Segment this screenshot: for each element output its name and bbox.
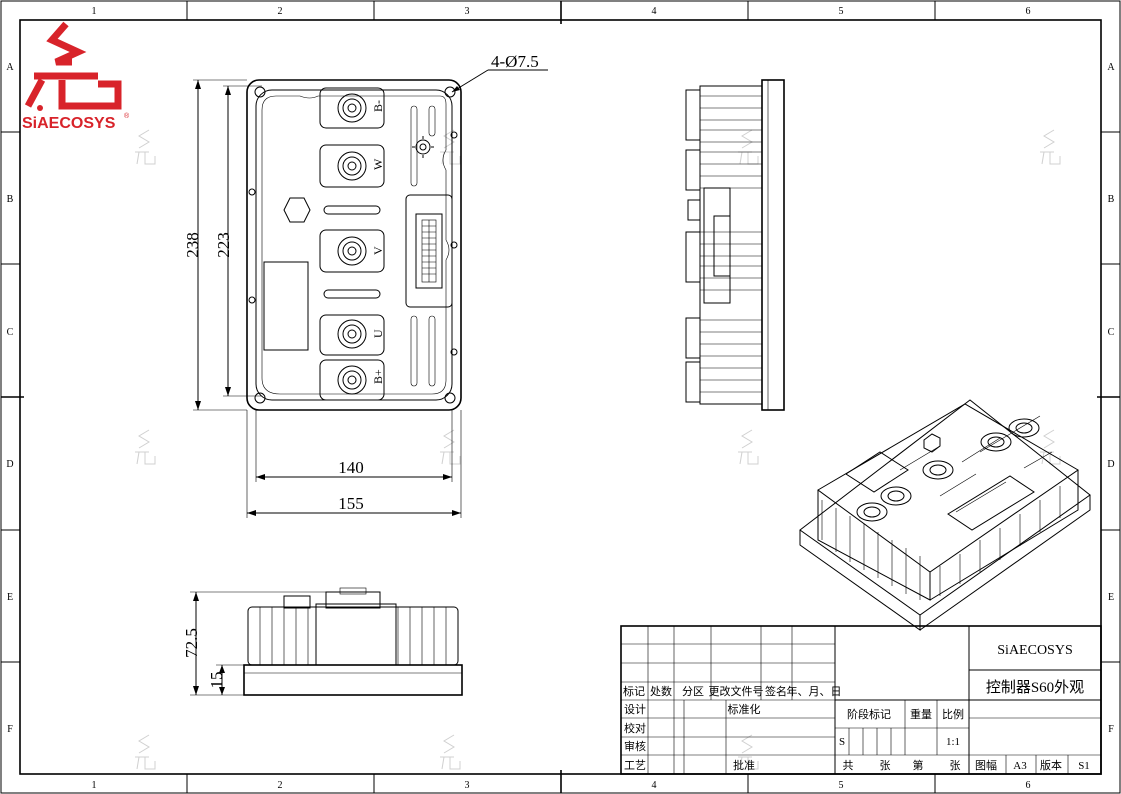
tb-stage-value: S — [839, 736, 845, 748]
grid-col-1: 1 — [92, 6, 97, 17]
terminal-label-w: W — [371, 158, 385, 170]
grid-row-f: F — [7, 724, 13, 735]
tb-header-change-doc: 更改文件号 — [709, 684, 764, 698]
dim-value-72-5: 72.5 — [182, 628, 201, 658]
tb-sheet-label-2: 张 — [950, 759, 961, 772]
grid-row-b-right: B — [1108, 194, 1115, 205]
right-side-view — [685, 79, 785, 411]
logo-mark-icon — [24, 21, 122, 111]
tb-scale-label: 比例 — [942, 707, 964, 721]
grid-col-5: 5 — [839, 6, 844, 17]
front-view — [243, 587, 463, 696]
grid-col-1-bottom: 1 — [92, 780, 97, 791]
isometric-view — [799, 399, 1091, 631]
tb-role-design: 设计 — [624, 703, 646, 716]
hex-nut-icon — [283, 197, 311, 223]
top-view: B- W V U B+ — [246, 79, 462, 411]
grid-row-d: D — [6, 459, 13, 470]
grid-row-e-right: E — [1108, 592, 1114, 603]
tb-header-date: 年、月、日 — [787, 684, 842, 698]
title-block: 标记 处数 分区 更改文件号 签名 年、月、日 设计 校对 审核 工艺 标准化 … — [620, 625, 1102, 775]
dim-value-238: 238 — [183, 232, 202, 258]
tb-standardize: 标准化 — [728, 702, 761, 716]
terminal-w: W — [319, 144, 385, 188]
grid-row-f-right: F — [1108, 724, 1114, 735]
tb-scale-value: 1:1 — [946, 736, 960, 748]
dimension-223: 223 — [214, 85, 262, 397]
tb-version-label: 版本 — [1040, 758, 1062, 772]
gear-icon — [412, 136, 434, 158]
tb-page-label: 第 — [913, 758, 924, 772]
dimension-238: 238 — [183, 79, 247, 411]
dim-value-15: 15 — [207, 672, 226, 689]
grid-col-6-bottom: 6 — [1026, 780, 1031, 791]
dimension-155: 155 — [246, 410, 462, 518]
grid-col-3-bottom: 3 — [465, 780, 470, 791]
tb-role-check: 校对 — [624, 721, 646, 735]
registered-mark-icon: ® — [124, 112, 130, 120]
grid-col-2: 2 — [278, 6, 283, 17]
grid-col-6: 6 — [1026, 6, 1031, 17]
signal-connector — [405, 194, 453, 308]
grid-col-4-bottom: 4 — [652, 780, 657, 791]
tb-sheet-label: 张 — [880, 759, 891, 772]
terminal-v: V — [319, 229, 385, 273]
grid-col-2-bottom: 2 — [278, 780, 283, 791]
grid-row-a: A — [6, 62, 14, 73]
dim-value-223: 223 — [214, 232, 233, 258]
tb-weight-label: 重量 — [910, 707, 932, 721]
tb-header-sign: 签名 — [765, 684, 787, 698]
tb-header-mark: 标记 — [623, 684, 645, 698]
tb-header-count: 处数 — [650, 685, 672, 698]
grid-col-4: 4 — [652, 6, 657, 17]
tb-version-value: S1 — [1078, 760, 1090, 772]
tb-company: SiAECOSYS — [997, 643, 1072, 658]
grid-labels: 1 2 3 4 5 6 1 2 3 4 5 6 A B C D E F A B … — [6, 6, 1115, 791]
dimension-holes: 4-Ø7.5 — [451, 52, 548, 93]
tb-drawing-title: 控制器S60外观 — [986, 679, 1084, 696]
terminal-b-minus: B- — [319, 87, 385, 129]
dim-value-140: 140 — [338, 458, 364, 477]
grid-row-d-right: D — [1107, 459, 1114, 470]
dimension-15: 15 — [207, 664, 244, 695]
tb-header-zone: 分区 — [682, 685, 704, 698]
tb-format-label: 图幅 — [975, 759, 997, 772]
terminal-u: U — [319, 314, 385, 356]
tb-stage-label: 阶段标记 — [847, 707, 891, 721]
dimension-140: 140 — [255, 410, 453, 482]
terminal-label-u: U — [371, 329, 385, 338]
dimension-72-5: 72.5 — [182, 591, 330, 696]
display-window — [263, 261, 309, 351]
terminal-label-b-minus: B- — [371, 100, 385, 112]
grid-row-e: E — [7, 592, 13, 603]
terminal-b-plus: B+ — [319, 359, 385, 401]
tb-format-value: A3 — [1013, 760, 1027, 772]
tb-role-review: 审核 — [624, 739, 646, 753]
grid-col-3: 3 — [465, 6, 470, 17]
grid-row-a-right: A — [1107, 62, 1115, 73]
dim-value-holes: 4-Ø7.5 — [491, 52, 539, 71]
dim-value-155: 155 — [338, 494, 364, 513]
grid-row-c: C — [7, 327, 14, 338]
logo-wordmark: SiAECOSYS — [22, 115, 116, 132]
brand-logo: SiAECOSYS ® — [22, 21, 130, 132]
grid-row-b: B — [7, 194, 14, 205]
tb-approve: 批准 — [733, 758, 755, 772]
grid-row-c-right: C — [1108, 327, 1115, 338]
terminal-label-v: V — [371, 246, 385, 255]
grid-col-5-bottom: 5 — [839, 780, 844, 791]
terminal-label-b-plus: B+ — [371, 369, 385, 384]
tb-total-label: 共 — [843, 759, 854, 772]
tb-role-process: 工艺 — [624, 759, 646, 772]
